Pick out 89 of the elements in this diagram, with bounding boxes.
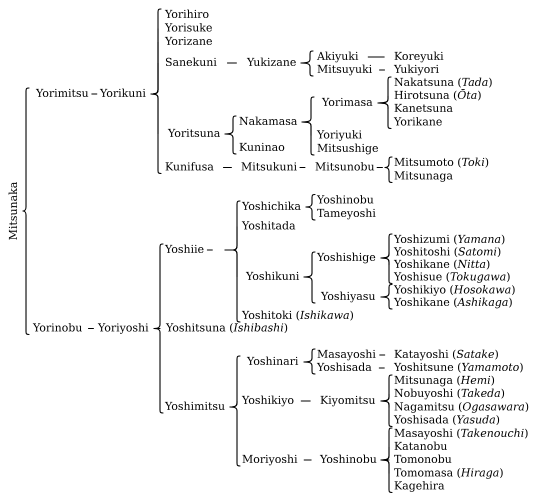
person-name: Yoshikane (Nitta) bbox=[394, 260, 490, 270]
dash bbox=[379, 354, 386, 356]
dash bbox=[300, 400, 311, 402]
person-name: Yoshishige bbox=[316, 252, 376, 264]
dash bbox=[222, 167, 232, 168]
person-name: Yorizane bbox=[164, 36, 212, 46]
person-name: Kiyomitsu bbox=[320, 396, 376, 406]
brace bbox=[376, 166, 393, 184]
person-name: Yoshiyasu bbox=[320, 292, 376, 302]
brace bbox=[380, 400, 393, 428]
brace bbox=[224, 133, 237, 155]
brace bbox=[380, 257, 393, 284]
person-name: Mitsuyuki bbox=[318, 64, 372, 76]
dash bbox=[299, 167, 306, 168]
person-name: Yoshisada bbox=[316, 362, 372, 372]
person-name: Yoshizumi (Yamana) bbox=[394, 234, 504, 245]
person-name: Katayoshi (Satake) bbox=[394, 350, 498, 360]
person-name: Sanekuni bbox=[166, 58, 217, 66]
brace bbox=[380, 296, 393, 310]
dash bbox=[368, 56, 385, 58]
dash bbox=[226, 62, 237, 64]
person-name: Mitsumoto (Toki) bbox=[394, 158, 488, 168]
person-name: Kagehira bbox=[394, 481, 444, 492]
person-name: Hirotsuna (Ōta) bbox=[394, 89, 481, 101]
person-name: Moriyoshi bbox=[242, 454, 298, 466]
person-name: Mitsunaka bbox=[8, 182, 18, 240]
brace bbox=[377, 102, 392, 130]
person-name: Yoshikuni bbox=[246, 272, 300, 280]
person-name: Yoshisada (Yasuda) bbox=[394, 415, 500, 426]
dash bbox=[88, 328, 94, 329]
person-name: Mitsunobu bbox=[316, 162, 374, 171]
brace bbox=[22, 210, 30, 336]
brace bbox=[303, 276, 316, 304]
person-name: Yorisuke bbox=[164, 23, 212, 32]
person-name: Mitsukuni bbox=[242, 162, 297, 171]
person-name: Nakamasa bbox=[240, 116, 298, 126]
person-name: Yoshimitsu bbox=[164, 402, 225, 410]
brace bbox=[224, 249, 241, 323]
person-name: Masayoshi (Takenouchi) bbox=[394, 428, 528, 440]
brace bbox=[22, 87, 30, 212]
brace bbox=[153, 328, 164, 414]
person-name: Yorimasa bbox=[322, 98, 372, 106]
person-name: Nobuyoshi (Takeda) bbox=[394, 388, 504, 400]
person-name: Masayoshi bbox=[318, 350, 376, 360]
person-name: Yoshichika bbox=[242, 202, 301, 210]
person-name: Yoshikane (Ashikaga) bbox=[394, 298, 512, 308]
person-name: Nagamitsu (Ogasawara) bbox=[394, 402, 528, 413]
brace bbox=[301, 121, 315, 156]
brace bbox=[303, 361, 316, 375]
person-name: Yoritsuna bbox=[168, 128, 220, 138]
person-name: Yoshinobu bbox=[316, 195, 374, 204]
person-name: Kunifusa bbox=[166, 162, 214, 171]
person-name: Tomonobu bbox=[394, 454, 452, 464]
brace bbox=[305, 206, 316, 221]
person-name: Yoshikiyo bbox=[242, 396, 294, 406]
person-name: Yoshikiyo (Hosokawa) bbox=[394, 285, 515, 296]
person-name: Tameyoshi bbox=[317, 208, 376, 220]
person-name: Yoriyoshi bbox=[98, 323, 148, 334]
person-name: Akiyuki bbox=[316, 52, 358, 62]
person-name: Yoshitsune (Yamamoto) bbox=[394, 362, 523, 373]
person-name: Yoshinobu bbox=[320, 454, 376, 464]
person-name: Koreyuki bbox=[394, 52, 444, 62]
person-name: Yoshisue (Tokugawa) bbox=[394, 272, 510, 283]
brace bbox=[300, 62, 314, 77]
person-name: Tomomasa (Hiraga) bbox=[394, 468, 503, 479]
person-name: Yukiyori bbox=[394, 64, 439, 76]
person-name: Yorihiro bbox=[164, 10, 208, 18]
person-name: Nakatsuna (Tada) bbox=[394, 78, 492, 88]
person-name: Mitsushige bbox=[318, 144, 378, 154]
person-name: Yoriyuki bbox=[316, 130, 362, 141]
brace bbox=[150, 93, 162, 174]
brace bbox=[380, 459, 393, 494]
person-name: Katanobu bbox=[394, 442, 447, 450]
person-name: Yorikane bbox=[394, 117, 442, 126]
person-name: Yoshitada bbox=[242, 221, 296, 230]
person-name: Yoshiie bbox=[164, 244, 204, 254]
person-name: Yoshitoki (Ishikawa) bbox=[242, 310, 353, 321]
person-name: Mitsunaga (Hemi) bbox=[394, 376, 494, 386]
person-name: Yorikuni bbox=[100, 88, 146, 98]
person-name: Kuninao bbox=[240, 142, 284, 152]
person-name: Yorimitsu bbox=[36, 88, 88, 98]
brace bbox=[229, 406, 241, 467]
person-name: Kanetsuna bbox=[394, 104, 453, 112]
person-name: Yoshitsuna (Ishibashi) bbox=[166, 323, 288, 334]
person-name: Yoshinari bbox=[246, 356, 298, 366]
person-name: Mitsunaga bbox=[394, 171, 453, 182]
person-name: Yorinobu bbox=[32, 323, 82, 332]
person-name: Yukizane bbox=[246, 58, 296, 66]
person-name: Yoshitoshi (Satomi) bbox=[394, 247, 500, 258]
